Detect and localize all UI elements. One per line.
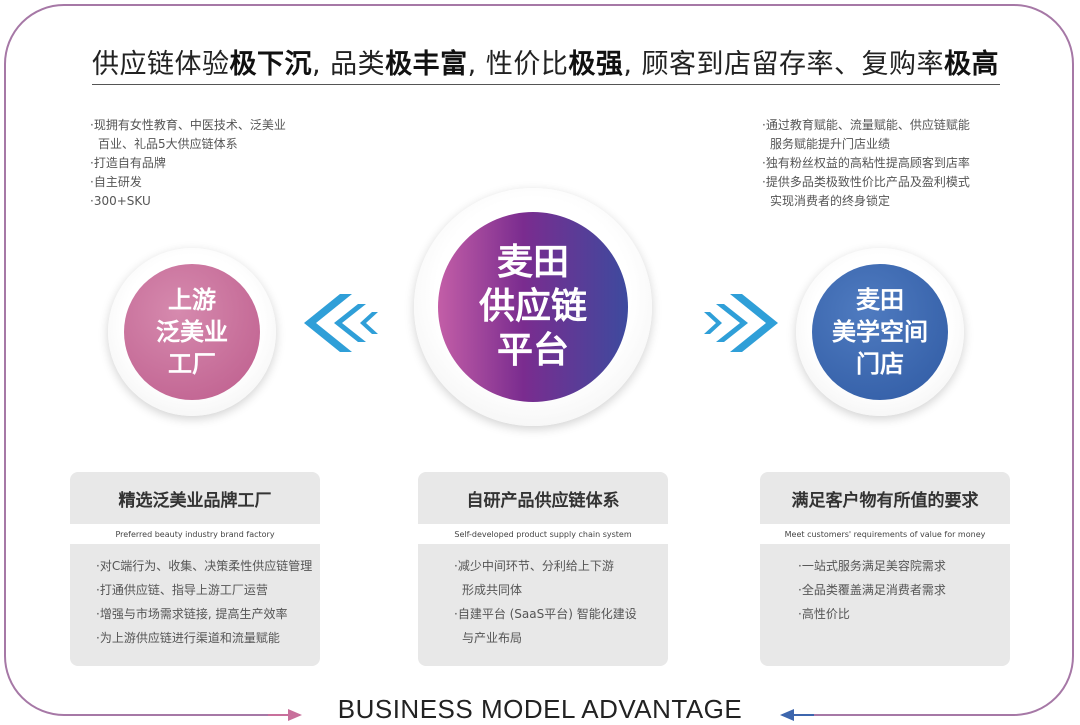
card-subtitle: Preferred beauty industry brand factory bbox=[70, 524, 320, 544]
circle-label: 美学空间 bbox=[832, 318, 928, 346]
footer-caption: BUSINESS MODEL ADVANTAGE bbox=[337, 694, 743, 724]
bullet-item: ·提供多品类极致性价比产品及盈利模式 bbox=[762, 175, 970, 189]
headline-part: , 顾客到店留存率、复购率 bbox=[623, 49, 945, 80]
card-subtitle: Meet customers' requirements of value fo… bbox=[760, 524, 1010, 544]
frame-gap bbox=[300, 706, 782, 724]
upstream-bullet-list: ·现拥有女性教育、中医技术、泛美业 百业、礼品5大供应链体系 ·打造自有品牌 ·… bbox=[90, 116, 286, 211]
customer-value-card: 满足客户物有所值的要求 Meet customers' requirements… bbox=[760, 472, 1010, 666]
list-item: 与产业布局 bbox=[462, 631, 523, 645]
bullet-item: ·通过教育赋能、流量赋能、供应链赋能 bbox=[762, 118, 970, 132]
list-item: ·对C端行为、收集、决策柔性供应链管理 bbox=[96, 559, 313, 573]
bullet-item: ·打造自有品牌 bbox=[90, 156, 166, 170]
store-bullet-list: ·通过教育赋能、流量赋能、供应链赋能 服务赋能提升门店业绩 ·独有粉丝权益的高粘… bbox=[762, 116, 970, 211]
list-item: ·打通供应链、指导上游工厂运营 bbox=[96, 583, 268, 597]
list-item: ·增强与市场需求链接, 提高生产效率 bbox=[96, 607, 288, 621]
card-title: 精选泛美业品牌工厂 bbox=[118, 490, 272, 511]
arrow-right-icon bbox=[268, 709, 302, 721]
card-list: ·对C端行为、收集、决策柔性供应链管理 ·打通供应链、指导上游工厂运营 ·增强与… bbox=[70, 544, 320, 650]
circle-label: 麦田 bbox=[856, 286, 904, 314]
list-item: 形成共同体 bbox=[462, 583, 523, 597]
bullet-item: ·现拥有女性教育、中医技术、泛美业 bbox=[90, 118, 286, 132]
list-item: ·自建平台 (SaaS平台) 智能化建设 bbox=[454, 607, 637, 621]
list-item: ·全品类覆盖满足消费者需求 bbox=[798, 583, 946, 597]
circle-label: 工厂 bbox=[168, 350, 216, 378]
list-item: ·一站式服务满足美容院需求 bbox=[798, 559, 946, 573]
chevron-right-icon bbox=[704, 294, 778, 352]
headline-emphasis: 极下沉 bbox=[229, 49, 312, 80]
list-item: ·减少中间环节、分利给上下游 bbox=[454, 559, 614, 573]
list-item: ·高性价比 bbox=[798, 607, 850, 621]
card-title: 满足客户物有所值的要求 bbox=[791, 490, 979, 511]
bullet-item: ·自主研发 bbox=[90, 175, 142, 189]
brand-factory-card: 精选泛美业品牌工厂 Preferred beauty industry bran… bbox=[70, 472, 320, 666]
card-list: ·减少中间环节、分利给上下游 形成共同体 ·自建平台 (SaaS平台) 智能化建… bbox=[418, 544, 668, 650]
supply-chain-system-card: 自研产品供应链体系 Self-developed product supply … bbox=[418, 472, 668, 666]
bullet-item: 百业、礼品5大供应链体系 bbox=[98, 137, 238, 151]
bullet-item: ·独有粉丝权益的高粘性提高顾客到店率 bbox=[762, 156, 970, 170]
circle-label: 门店 bbox=[856, 350, 904, 378]
chevron-left-icon bbox=[304, 294, 378, 352]
headline-divider bbox=[92, 84, 1000, 85]
circle-label: 上游 bbox=[168, 286, 216, 314]
headline-emphasis: 极丰富 bbox=[385, 49, 468, 80]
circle-label: 平台 bbox=[496, 330, 569, 371]
supply-chain-platform-circle: 麦田 供应链 平台 bbox=[438, 212, 628, 402]
bullet-item: 服务赋能提升门店业绩 bbox=[770, 137, 891, 151]
card-title: 自研产品供应链体系 bbox=[466, 490, 620, 511]
circle-label: 供应链 bbox=[478, 286, 587, 327]
upstream-factory-circle: 上游 泛美业 工厂 bbox=[124, 264, 260, 400]
arrow-left-icon bbox=[780, 709, 814, 721]
beauty-space-store-circle: 麦田 美学空间 门店 bbox=[812, 264, 948, 400]
headline-emphasis: 极高 bbox=[944, 49, 1000, 80]
card-list: ·一站式服务满足美容院需求 ·全品类覆盖满足消费者需求 ·高性价比 bbox=[760, 544, 1010, 626]
headline-emphasis: 极强 bbox=[568, 49, 624, 80]
bullet-item: 实现消费者的终身锁定 bbox=[770, 194, 891, 208]
headline-part: , 品类 bbox=[312, 49, 386, 80]
headline-part: , 性价比 bbox=[467, 49, 569, 80]
bullet-item: ·300+SKU bbox=[90, 194, 151, 208]
list-item: ·为上游供应链进行渠道和流量赋能 bbox=[96, 631, 280, 645]
circle-label: 麦田 bbox=[496, 242, 569, 283]
circle-label: 泛美业 bbox=[156, 318, 228, 346]
headline-part: 供应链体验 bbox=[92, 49, 230, 80]
headline: 供应链体验极下沉, 品类极丰富, 性价比极强, 顾客到店留存率、复购率极高 bbox=[92, 42, 1002, 82]
card-subtitle: Self-developed product supply chain syst… bbox=[418, 524, 668, 544]
